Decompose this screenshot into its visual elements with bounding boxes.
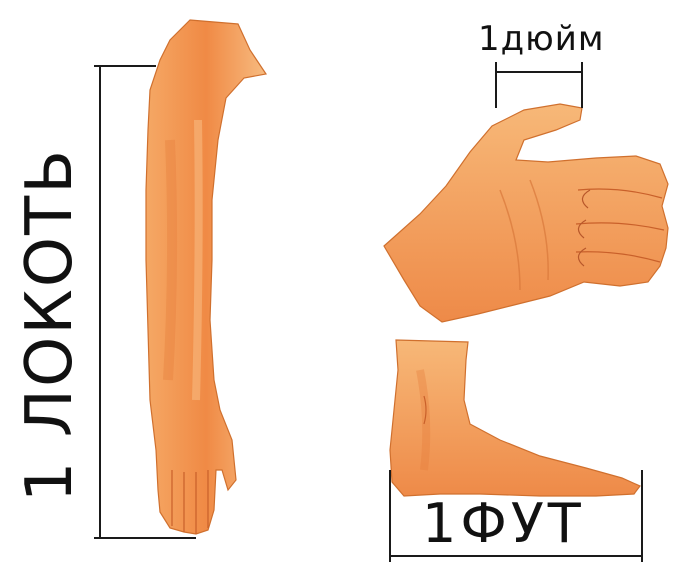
inch-measure-line xyxy=(496,62,582,108)
arm-illustration xyxy=(146,20,266,534)
foot-illustration xyxy=(390,340,640,496)
hand-illustration xyxy=(384,104,668,322)
foot-label: 1ФУТ xyxy=(422,497,585,551)
elbow-label: 1 ЛОКОТЬ xyxy=(18,148,82,502)
inch-label: 1дюйм xyxy=(478,22,605,56)
